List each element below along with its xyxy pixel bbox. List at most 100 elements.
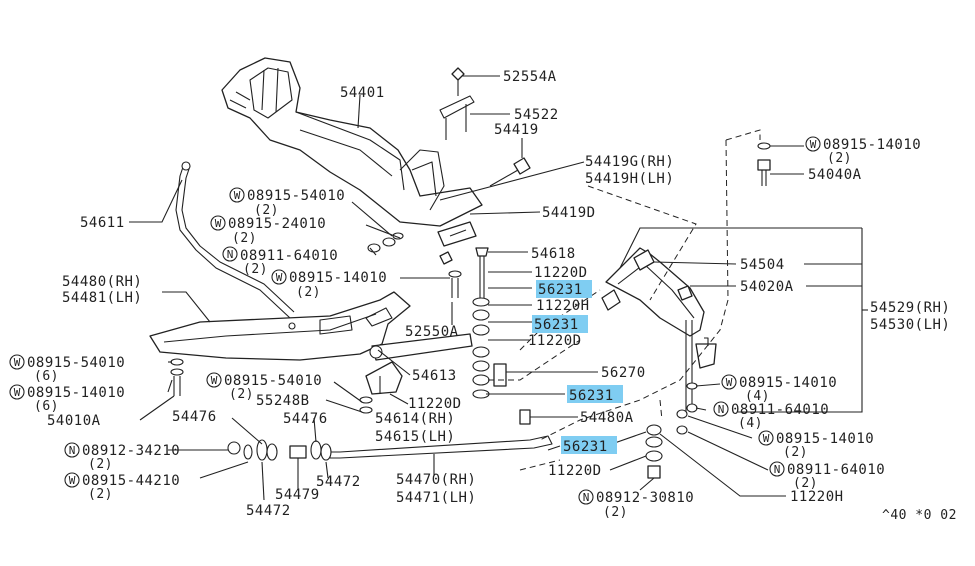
footer-code: ^40 *0 02 [882,508,957,523]
crossmember-54401 [221,57,483,227]
label-54529rh[interactable]: 54529(RH) [870,300,950,316]
dashed-lines [488,129,761,471]
label-52554a[interactable]: 52554A [503,69,557,85]
label-54479[interactable]: 54479 [275,487,320,503]
label-08912-30810[interactable]: 08912-30810 [596,490,694,506]
label-56270[interactable]: 56270 [601,365,646,381]
label-54470rh[interactable]: 54470(RH) [396,472,476,488]
label-54419d[interactable]: 54419D [542,205,596,221]
symbol-circles: W W N W W W W N W N W W N W N [9,136,821,505]
label-54615lh[interactable]: 54615(LH) [375,429,455,445]
nut-symbol: N [69,444,76,457]
qty-label: (2) [783,445,808,460]
label-54522[interactable]: 54522 [514,107,559,123]
rod-end-parts [227,439,332,461]
qty-label: (2) [296,285,321,300]
label-54613[interactable]: 54613 [412,368,457,384]
transverse-link-54480 [149,291,411,361]
label-08912-34210[interactable]: 08912-34210 [82,443,180,459]
label-52550a[interactable]: 52550A [405,324,459,340]
bolt-52554a [451,67,465,96]
stabilizer-bar-54611 [175,161,295,319]
label-08915-54010-a[interactable]: 08915-54010 [247,188,345,204]
label-54481lh[interactable]: 54481(LH) [62,290,142,306]
label-08915-14010-b[interactable]: 08915-14010 [27,385,125,401]
qty-label: (6) [34,399,59,414]
label-08915-14010-c[interactable]: 08915-14010 [823,137,921,153]
label-54618[interactable]: 54618 [531,246,576,262]
label-08915-44210[interactable]: 08915-44210 [82,473,180,489]
bolt-54480a [519,409,556,425]
label-54611[interactable]: 54611 [80,215,125,231]
label-54040a[interactable]: 54040A [808,167,862,183]
label-11220d-d[interactable]: 11220D [548,463,602,479]
label-56231-a[interactable]: 56231 [538,282,583,298]
label-54010a[interactable]: 54010A [47,413,101,429]
nut-symbol: N [718,403,725,416]
qty-label: (4) [738,416,763,431]
label-54020a[interactable]: 54020A [740,279,794,295]
label-08911-64010-a[interactable]: 08911-64010 [240,248,338,264]
qty-label: (6) [34,369,59,384]
label-54419g[interactable]: 54419G(RH) [585,154,674,170]
qty-label: (2) [603,505,628,520]
label-56231-d[interactable]: 56231 [563,439,608,455]
qty-label: (2) [88,487,113,502]
label-11220h-b[interactable]: 11220H [790,489,844,505]
label-54471lh[interactable]: 54471(LH) [396,490,476,506]
label-08915-24010[interactable]: 08915-24010 [228,216,326,232]
nut-symbol: N [583,491,590,504]
label-55248b[interactable]: 55248B [256,393,310,409]
label-08915-14010-e[interactable]: 08915-14010 [776,431,874,447]
label-54476-b[interactable]: 54476 [283,411,328,427]
label-11220d-a[interactable]: 11220D [534,265,588,281]
label-56231-c[interactable]: 56231 [569,388,614,404]
qty-label: (2) [232,231,257,246]
qty-label: (2) [243,262,268,277]
bracket-54419d [437,221,477,247]
label-54504[interactable]: 54504 [740,257,785,273]
washer-symbol: W [234,189,241,202]
label-54614rh[interactable]: 54614(RH) [375,411,455,427]
label-08911-64010-b[interactable]: 08911-64010 [731,402,829,418]
washer-symbol: W [726,376,733,389]
label-54472-a[interactable]: 54472 [316,474,361,490]
highlights [532,280,623,454]
qty-label: (2) [827,151,852,166]
nut-symbol: N [227,248,234,261]
washer-symbol: W [69,474,76,487]
label-11220d-b[interactable]: 11220D [528,333,582,349]
label-54530lh[interactable]: 54530(LH) [870,317,950,333]
label-54419h[interactable]: 54419H(LH) [585,171,674,187]
qty-label: (4) [745,389,770,404]
washer-symbol: W [763,432,770,445]
label-11220d-c[interactable]: 11220D [408,396,462,412]
spacer-56270 [493,363,507,387]
washers-left [170,232,462,414]
label-54480rh[interactable]: 54480(RH) [62,274,142,290]
label-08911-64010-c[interactable]: 08911-64010 [787,462,885,478]
bushing-stack-upper [472,297,490,399]
washer-symbol: W [810,138,817,151]
label-08915-14010-d[interactable]: 08915-14010 [739,375,837,391]
bolt-54419 [489,157,531,187]
label-54419[interactable]: 54419 [494,122,539,138]
qty-label: (2) [793,476,818,491]
label-54472-b[interactable]: 54472 [246,503,291,519]
label-08915-14010-a[interactable]: 08915-14010 [289,270,387,286]
link-54613 [369,333,473,361]
label-11220h-a[interactable]: 11220H [536,298,590,314]
label-54476-a[interactable]: 54476 [172,409,217,425]
label-56231-b[interactable]: 56231 [534,317,579,333]
qty-label: (2) [88,457,113,472]
washer-symbol: W [276,271,283,284]
label-08915-54010-b[interactable]: 08915-54010 [27,355,125,371]
label-54480a[interactable]: 54480A [580,410,634,426]
bracket-54614 [365,361,403,395]
nut-symbol: N [774,463,781,476]
label-08915-54010-c[interactable]: 08915-54010 [224,373,322,389]
qty-label: (2) [254,203,279,218]
leader-lines [129,75,868,501]
label-54401[interactable]: 54401 [340,85,385,101]
